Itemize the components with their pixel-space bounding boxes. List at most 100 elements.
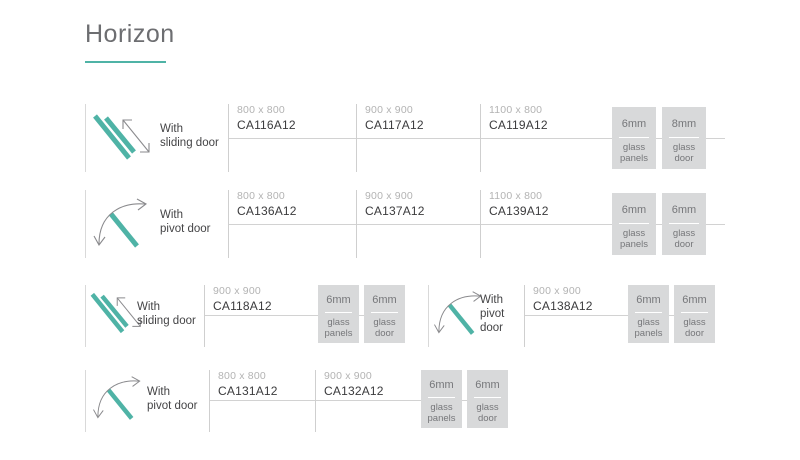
- spec-divider: [619, 137, 649, 138]
- spec-thickness: 8mm: [671, 118, 697, 130]
- row-cells: 900 x 900 CA138A12: [428, 285, 725, 347]
- glass-spec-panels: 6mm glass panels: [421, 370, 462, 428]
- cell-left-rule: [480, 190, 481, 258]
- cell-underline: [228, 138, 725, 139]
- product-cell[interactable]: 900 x 900 CA132A12: [315, 370, 492, 432]
- spec-kind: glass door: [373, 317, 396, 339]
- cell-code: CA136A12: [237, 204, 297, 218]
- spec-thickness: 6mm: [621, 204, 647, 216]
- spec-kind: glass door: [672, 142, 696, 164]
- cell-left-rule: [524, 285, 525, 347]
- cell-code: CA139A12: [489, 204, 549, 218]
- spec-divider: [474, 397, 501, 398]
- spec-thickness: 6mm: [621, 118, 647, 130]
- glass-spec-panels: 6mm glass panels: [612, 107, 656, 169]
- product-cell[interactable]: 800 x 800 CA131A12: [209, 370, 315, 432]
- cell-code: CA137A12: [365, 204, 425, 218]
- sliding-door-icon: [89, 106, 161, 168]
- spec-thickness: 6mm: [636, 294, 661, 306]
- spec-divider: [371, 312, 398, 313]
- glass-spec-door: 6mm glass door: [467, 370, 508, 428]
- cell-underline: [524, 315, 692, 316]
- cell-size: 900 x 900: [213, 285, 261, 297]
- product-cell[interactable]: 900 x 900 CA118A12: [204, 285, 397, 347]
- cell-left-rule: [480, 104, 481, 172]
- pivot-door-icon: [89, 370, 153, 426]
- cell-code: CA138A12: [533, 299, 593, 313]
- cell-left-rule: [209, 370, 210, 432]
- pivot-door-icon: [89, 192, 161, 254]
- glass-spec-door: 6mm glass door: [674, 285, 715, 343]
- spec-kind: glass door: [683, 317, 706, 339]
- spec-divider: [681, 312, 708, 313]
- cell-code: CA132A12: [324, 384, 384, 398]
- row-cells: 800 x 800 CA136A12 900 x 900 CA137A12 11…: [85, 190, 725, 258]
- door-type-label: With pivot door: [147, 386, 198, 412]
- product-cell[interactable]: 900 x 900 CA137A12: [356, 190, 480, 258]
- spec-kind: glass door: [476, 402, 499, 424]
- cell-left-rule: [356, 190, 357, 258]
- cell-code: CA117A12: [365, 118, 424, 132]
- spec-thickness: 6mm: [682, 294, 707, 306]
- spec-kind: glass panels: [620, 142, 648, 164]
- spec-thickness: 6mm: [429, 379, 454, 391]
- product-row: With pivot door 900 x 900 CA138A12 6mm g…: [428, 285, 725, 347]
- glass-spec-panels: 6mm glass panels: [628, 285, 669, 343]
- title-underline: [85, 61, 166, 63]
- cell-left-rule: [356, 104, 357, 172]
- product-cell[interactable]: 900 x 900 CA138A12: [524, 285, 692, 347]
- product-row: With sliding door 900 x 900 CA118A12 6mm…: [85, 285, 415, 347]
- cell-size: 800 x 800: [218, 370, 266, 382]
- sliding-door-icon: [87, 285, 151, 341]
- glass-spec-door: 6mm glass door: [662, 193, 706, 255]
- row-cells: 800 x 800 CA116A12 900 x 900 CA117A12 11…: [85, 104, 725, 172]
- spec-divider: [669, 137, 699, 138]
- cell-code: CA118A12: [213, 299, 272, 313]
- cell-size: 900 x 900: [324, 370, 372, 382]
- spec-divider: [635, 312, 662, 313]
- cell-size: 900 x 900: [365, 104, 413, 116]
- door-type-label: With pivot door: [160, 209, 211, 235]
- cell-left-rule: [315, 370, 316, 432]
- door-type-label: With sliding door: [160, 123, 219, 149]
- cell-size: 800 x 800: [237, 190, 285, 202]
- row-left-rule: [85, 190, 86, 258]
- cell-size: 1100 x 800: [489, 104, 543, 116]
- cell-left-rule: [228, 190, 229, 258]
- door-type-label: With sliding door: [137, 301, 196, 327]
- spec-kind: glass panels: [324, 317, 353, 339]
- cell-size: 1100 x 800: [489, 190, 543, 202]
- product-cell[interactable]: 1100 x 800 CA139A12: [480, 190, 610, 258]
- cell-underline: [209, 400, 492, 401]
- product-cell[interactable]: 800 x 800 CA116A12: [228, 104, 356, 172]
- row-left-rule: [428, 285, 429, 347]
- row-left-rule: [85, 104, 86, 172]
- cell-code: CA116A12: [237, 118, 296, 132]
- spec-thickness: 6mm: [475, 379, 500, 391]
- product-cell[interactable]: 1100 x 800 CA119A12: [480, 104, 610, 172]
- glass-spec-door: 8mm glass door: [662, 107, 706, 169]
- spec-thickness: 6mm: [372, 294, 397, 306]
- spec-kind: glass panels: [620, 228, 648, 250]
- glass-spec-door: 6mm glass door: [364, 285, 405, 343]
- cell-size: 900 x 900: [533, 285, 581, 297]
- row-left-rule: [85, 285, 86, 347]
- product-cell[interactable]: 800 x 800 CA136A12: [228, 190, 356, 258]
- cell-underline: [228, 224, 725, 225]
- spec-thickness: 6mm: [326, 294, 351, 306]
- row-left-rule: [85, 370, 86, 432]
- spec-divider: [669, 223, 699, 224]
- product-cell[interactable]: 900 x 900 CA117A12: [356, 104, 480, 172]
- cell-underline: [204, 315, 397, 316]
- pivot-door-icon: [430, 285, 494, 341]
- spec-divider: [325, 312, 352, 313]
- cell-left-rule: [228, 104, 229, 172]
- page-title: Horizon: [85, 20, 175, 48]
- spec-thickness: 6mm: [671, 204, 697, 216]
- spec-divider: [619, 223, 649, 224]
- product-row: With sliding door 800 x 800 CA116A12 900…: [85, 104, 725, 172]
- cell-code: CA131A12: [218, 384, 278, 398]
- row-cells: 900 x 900 CA118A12: [85, 285, 415, 347]
- row-cells: 800 x 800 CA131A12 900 x 900 CA132A12: [85, 370, 525, 432]
